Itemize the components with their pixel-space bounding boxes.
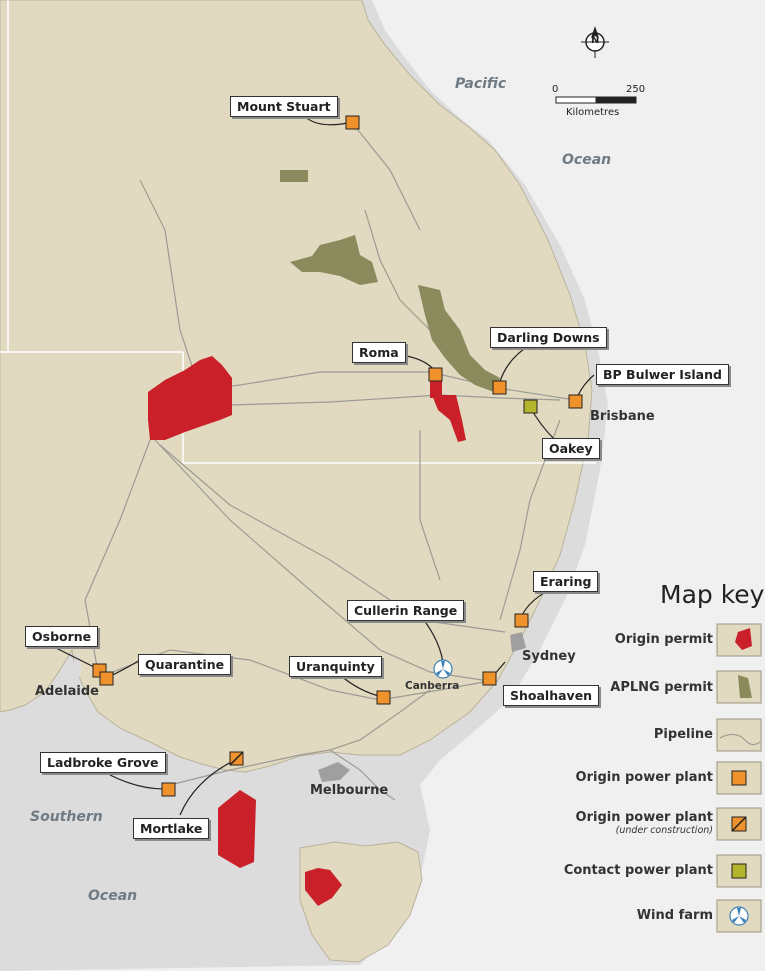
- key-swatches: [716, 623, 762, 933]
- city-label-melbourne: Melbourne: [310, 783, 389, 798]
- key-label-aplng-permit: APLNG permit: [610, 680, 713, 695]
- scale-bar-graphic: [555, 96, 637, 104]
- city-label-adelaide: Adelaide: [35, 684, 99, 699]
- city-label-brisbane: Brisbane: [590, 409, 655, 424]
- melbourne-urban: [318, 762, 350, 782]
- water-label-southern: Southern: [30, 809, 103, 825]
- key-label-origin-power-plant-construction-main: Origin power plant: [575, 810, 713, 825]
- water-label-pacific: Pacific: [455, 76, 507, 92]
- key-label-origin-permit: Origin permit: [614, 632, 713, 647]
- spencer-gulf: [62, 652, 82, 690]
- site-label-mount-stuart[interactable]: Mount Stuart: [230, 96, 338, 117]
- site-label-osborne[interactable]: Osborne: [25, 626, 99, 647]
- site-label-quarantine[interactable]: Quarantine: [138, 654, 232, 675]
- scale-end-label: 250: [626, 84, 646, 95]
- key-label-origin-power-plant-construction: Origin power plant (under construction): [576, 810, 713, 836]
- site-label-cullerin-range[interactable]: Cullerin Range: [347, 600, 465, 621]
- key-label-pipeline: Pipeline: [653, 727, 713, 742]
- key-label-origin-power-plant: Origin power plant: [575, 770, 713, 785]
- water-label-pacific-ocean: Ocean: [562, 152, 612, 168]
- water-label-southern-ocean: Ocean: [88, 888, 138, 904]
- key-label-under-construction: (under construction): [615, 825, 713, 836]
- north-arrow-label: N: [591, 35, 600, 46]
- key-label-wind-farm: Wind farm: [636, 908, 713, 923]
- site-label-darling-downs[interactable]: Darling Downs: [490, 327, 607, 348]
- city-label-sydney: Sydney: [522, 649, 576, 664]
- site-label-oakey[interactable]: Oakey: [542, 438, 600, 459]
- site-label-uranquinty[interactable]: Uranquinty: [289, 656, 382, 677]
- key-label-contact-power-plant: Contact power plant: [563, 863, 713, 878]
- map-key-title: Map key: [660, 580, 765, 609]
- site-label-bp-bulwer-island[interactable]: BP Bulwer Island: [596, 364, 729, 385]
- site-label-ladbroke-grove[interactable]: Ladbroke Grove: [40, 752, 166, 773]
- site-label-shoalhaven[interactable]: Shoalhaven: [503, 685, 600, 706]
- scale-unit-label: Kilometres: [566, 107, 620, 118]
- compass-rose: [581, 26, 609, 58]
- site-label-mortlake[interactable]: Mortlake: [133, 818, 210, 839]
- mortlake-plant-under-construction: [229, 751, 244, 766]
- wind-farm-icon: [433, 659, 453, 679]
- scale-start-label: 0: [552, 84, 559, 95]
- sydney-urban: [510, 632, 526, 652]
- origin-power-plants: [92, 115, 583, 797]
- oakey-contact-plant: [523, 399, 538, 414]
- city-label-canberra: Canberra: [405, 680, 460, 692]
- origin-permits: [148, 356, 466, 906]
- aplng-permits: [280, 170, 500, 392]
- site-label-roma[interactable]: Roma: [352, 342, 406, 363]
- site-label-eraring[interactable]: Eraring: [533, 571, 599, 592]
